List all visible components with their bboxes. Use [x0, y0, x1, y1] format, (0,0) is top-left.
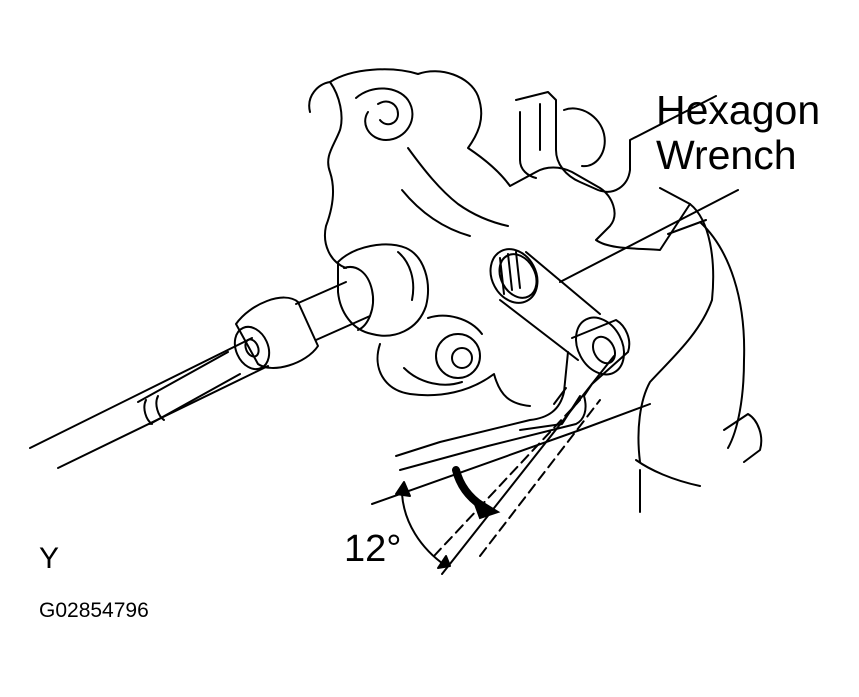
mount-bracket — [515, 91, 717, 193]
right-lower-edge — [635, 459, 701, 513]
leader-line — [559, 189, 739, 283]
shaft-upper-edge — [29, 337, 253, 449]
shaft-collar-face — [233, 325, 271, 371]
housing-swirl — [355, 87, 414, 141]
housing-upper-lobe — [308, 81, 347, 269]
boot-fold — [397, 251, 415, 301]
rubber-boot-ring — [343, 266, 374, 331]
housing-outline — [329, 68, 715, 463]
angle-ref-line — [371, 403, 651, 505]
right-frame-edge — [659, 187, 746, 449]
angle-label: 12° — [344, 528, 402, 570]
shaft-collar-hole — [244, 338, 260, 358]
right-bolt — [723, 413, 763, 463]
lower-boss — [435, 333, 481, 379]
shaft-collar — [235, 296, 319, 369]
corner-mark: Y — [39, 542, 60, 575]
angle-arc-arrow-top — [395, 481, 411, 497]
lower-housing-2 — [403, 314, 483, 386]
angle-dash-2 — [479, 399, 601, 557]
lower-boss-inner — [451, 347, 473, 369]
lower-housing — [376, 343, 531, 407]
rubber-boot — [337, 243, 429, 337]
sleeve-threads — [499, 251, 521, 295]
shaft-main-lower — [315, 315, 371, 341]
angle-dash-1 — [433, 399, 581, 557]
sleeve-far-bore — [591, 335, 617, 365]
mount-bracket-face — [519, 103, 541, 179]
housing-swirl-inner — [377, 100, 399, 126]
sleeve-far-end — [575, 316, 625, 376]
figure-id: G02854796 — [39, 599, 149, 622]
angle-arc — [401, 493, 447, 567]
angle-solid — [441, 355, 615, 575]
sleeve-end-outer — [489, 248, 539, 304]
tool-label-line-1: Hexagon — [656, 87, 821, 133]
boot-sleeve — [137, 351, 241, 425]
tool-label-line-2: Wrench — [656, 132, 797, 178]
mount-slot — [563, 107, 606, 168]
housing-ridge-2 — [401, 189, 471, 237]
rotation-arrowhead — [470, 493, 501, 520]
sleeve-body — [499, 251, 601, 361]
angle-arc-arrow-bottom — [437, 555, 451, 569]
housing-ridge — [407, 147, 509, 227]
